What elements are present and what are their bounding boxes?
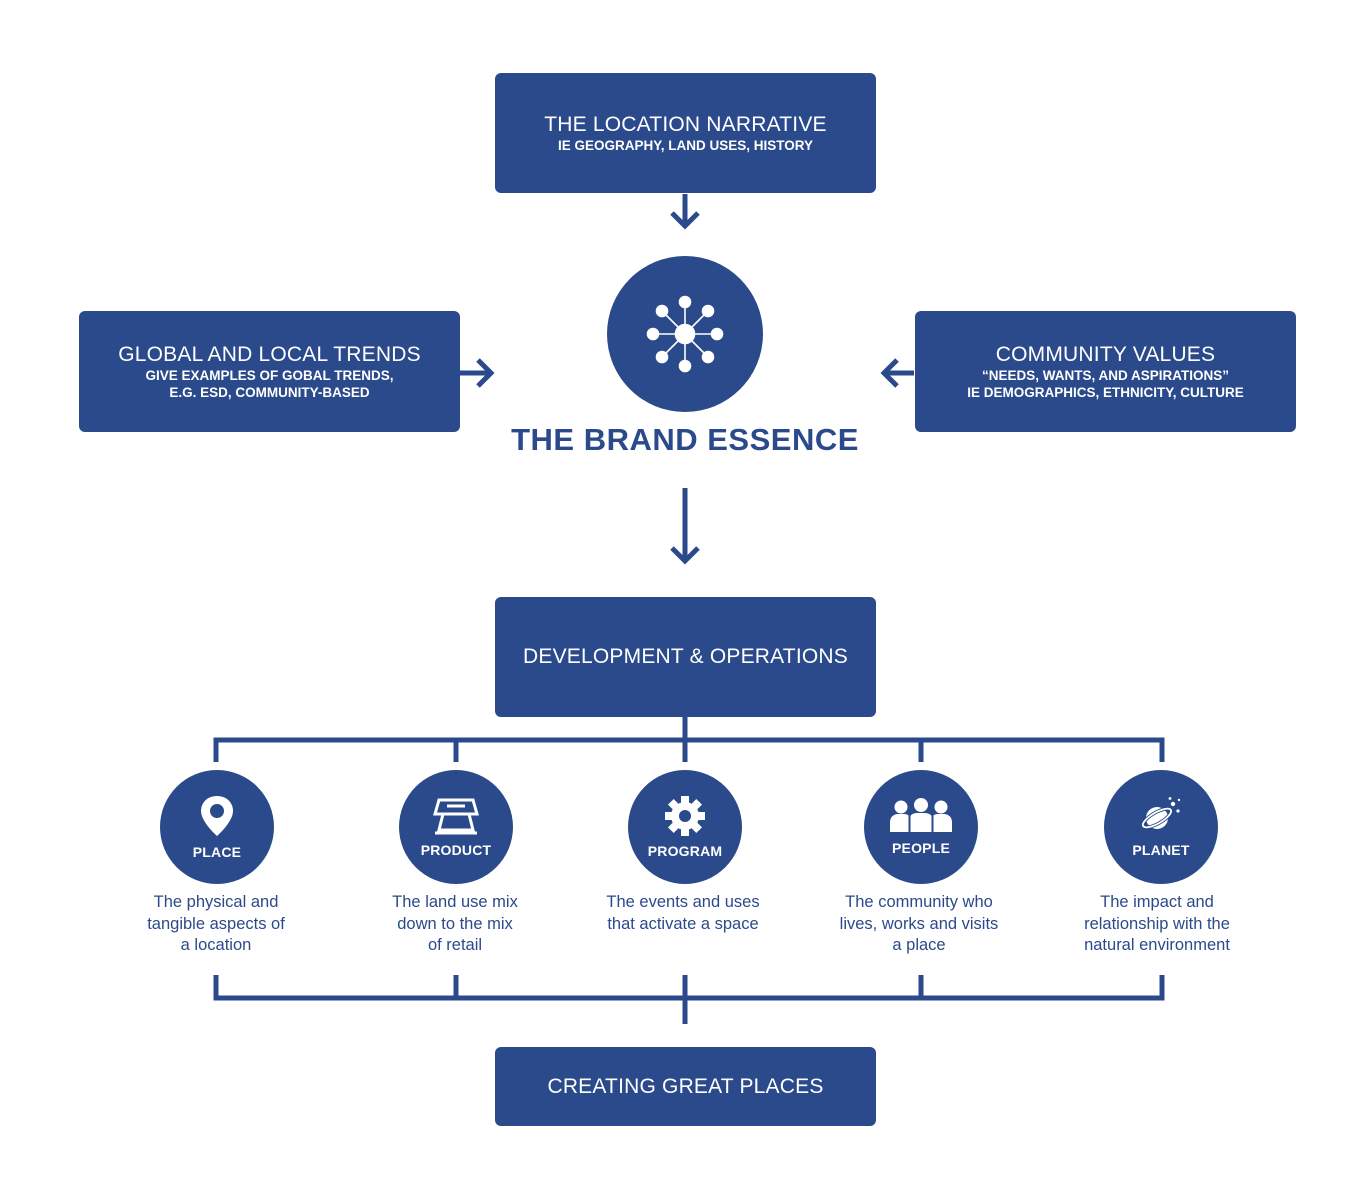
global-local-trends-box: GLOBAL AND LOCAL TRENDS GIVE EXAMPLES OF… (79, 311, 460, 432)
pillar-people-desc-line: The community who (845, 893, 993, 911)
pillar-people-desc-line: a place (892, 936, 946, 954)
pillar-product-desc-line: of retail (427, 936, 483, 954)
pillar-program-circle: PROGRAM (628, 770, 742, 884)
pillar-planet-label: PLANET (1132, 842, 1190, 858)
arrow-left-to-brand (460, 358, 495, 388)
top-bracket (213, 737, 1165, 762)
pillar-place-desc-line: tangible aspects of (147, 914, 285, 933)
global-local-trends-subtitle-2: E.G. ESD, COMMUNITY-BASED (169, 384, 370, 400)
creating-great-places-title: CREATING GREAT PLACES (547, 1074, 824, 1098)
pillar-planet-desc-line: The impact and (1100, 893, 1214, 911)
pillar-product-desc-line: The land use mix (392, 893, 518, 911)
location-narrative-subtitle: IE GEOGRAPHY, LAND USES, HISTORY (557, 137, 814, 153)
community-values-title: COMMUNITY VALUES (995, 342, 1216, 366)
pillar-place-label: PLACE (192, 844, 242, 860)
pillar-place-desc-line: The physical and (153, 893, 279, 911)
pillar-program-desc-line: The events and uses (606, 893, 760, 911)
pillar-program-label: PROGRAM (647, 843, 723, 859)
pillar-program-desc-line: that activate a space (607, 914, 759, 933)
pillar-product-description: The land use mix down to the mix of reta… (350, 892, 560, 957)
pillar-place-desc-line: a location (180, 936, 252, 954)
planet-icon (1141, 797, 1181, 830)
pillar-place-circle: PLACE (160, 770, 274, 884)
arrow-top-to-brand (670, 194, 700, 230)
brand-essence-circle (607, 256, 763, 412)
creating-great-places-box: CREATING GREAT PLACES (495, 1047, 876, 1126)
location-pin-icon (201, 796, 233, 836)
development-operations-box: DEVELOPMENT & OPERATIONS (495, 597, 876, 717)
global-local-trends-title: GLOBAL AND LOCAL TRENDS (118, 342, 421, 366)
development-operations-title: DEVELOPMENT & OPERATIONS (523, 645, 848, 668)
brand-essence-title: THE BRAND ESSENCE (511, 422, 859, 457)
arrow-brand-to-development (670, 488, 700, 565)
location-narrative-box: THE LOCATION NARRATIVE IE GEOGRAPHY, LAN… (495, 73, 876, 193)
pillar-people-circle: PEOPLE (864, 770, 978, 884)
network-hub-icon (646, 295, 724, 373)
global-local-trends-subtitle-1: GIVE EXAMPLES OF GOBAL TRENDS, (145, 367, 394, 383)
arrow-right-to-brand (880, 358, 914, 388)
people-group-icon (890, 798, 952, 832)
pillar-people-label: PEOPLE (892, 840, 950, 856)
community-values-box: COMMUNITY VALUES “NEEDS, WANTS, AND ASPI… (915, 311, 1296, 432)
pillar-product-label: PRODUCT (420, 842, 492, 858)
community-values-subtitle-1: “NEEDS, WANTS, AND ASPIRATIONS” (981, 367, 1229, 383)
gear-icon (665, 796, 705, 836)
location-narrative-title: THE LOCATION NARRATIVE (544, 112, 827, 136)
pillar-people-desc-line: lives, works and visits (839, 914, 999, 933)
pillar-place-description: The physical and tangible aspects of a l… (111, 892, 321, 957)
storefront-icon (433, 798, 479, 835)
pillar-planet-circle: PLANET (1104, 770, 1218, 884)
pillar-program-description: The events and uses that activate a spac… (578, 892, 788, 935)
pillar-planet-description: The impact and relationship with the nat… (1052, 892, 1262, 957)
community-values-subtitle-2: IE DEMOGRAPHICS, ETHNICITY, CULTURE (967, 384, 1244, 400)
pillar-people-description: The community who lives, works and visit… (814, 892, 1024, 957)
pillar-product-desc-line: down to the mix (397, 914, 513, 933)
pillar-planet-desc-line: relationship with the (1084, 914, 1230, 933)
pillar-product-circle: PRODUCT (399, 770, 513, 884)
pillar-planet-desc-line: natural environment (1084, 936, 1230, 954)
bottom-bracket (213, 975, 1165, 1001)
